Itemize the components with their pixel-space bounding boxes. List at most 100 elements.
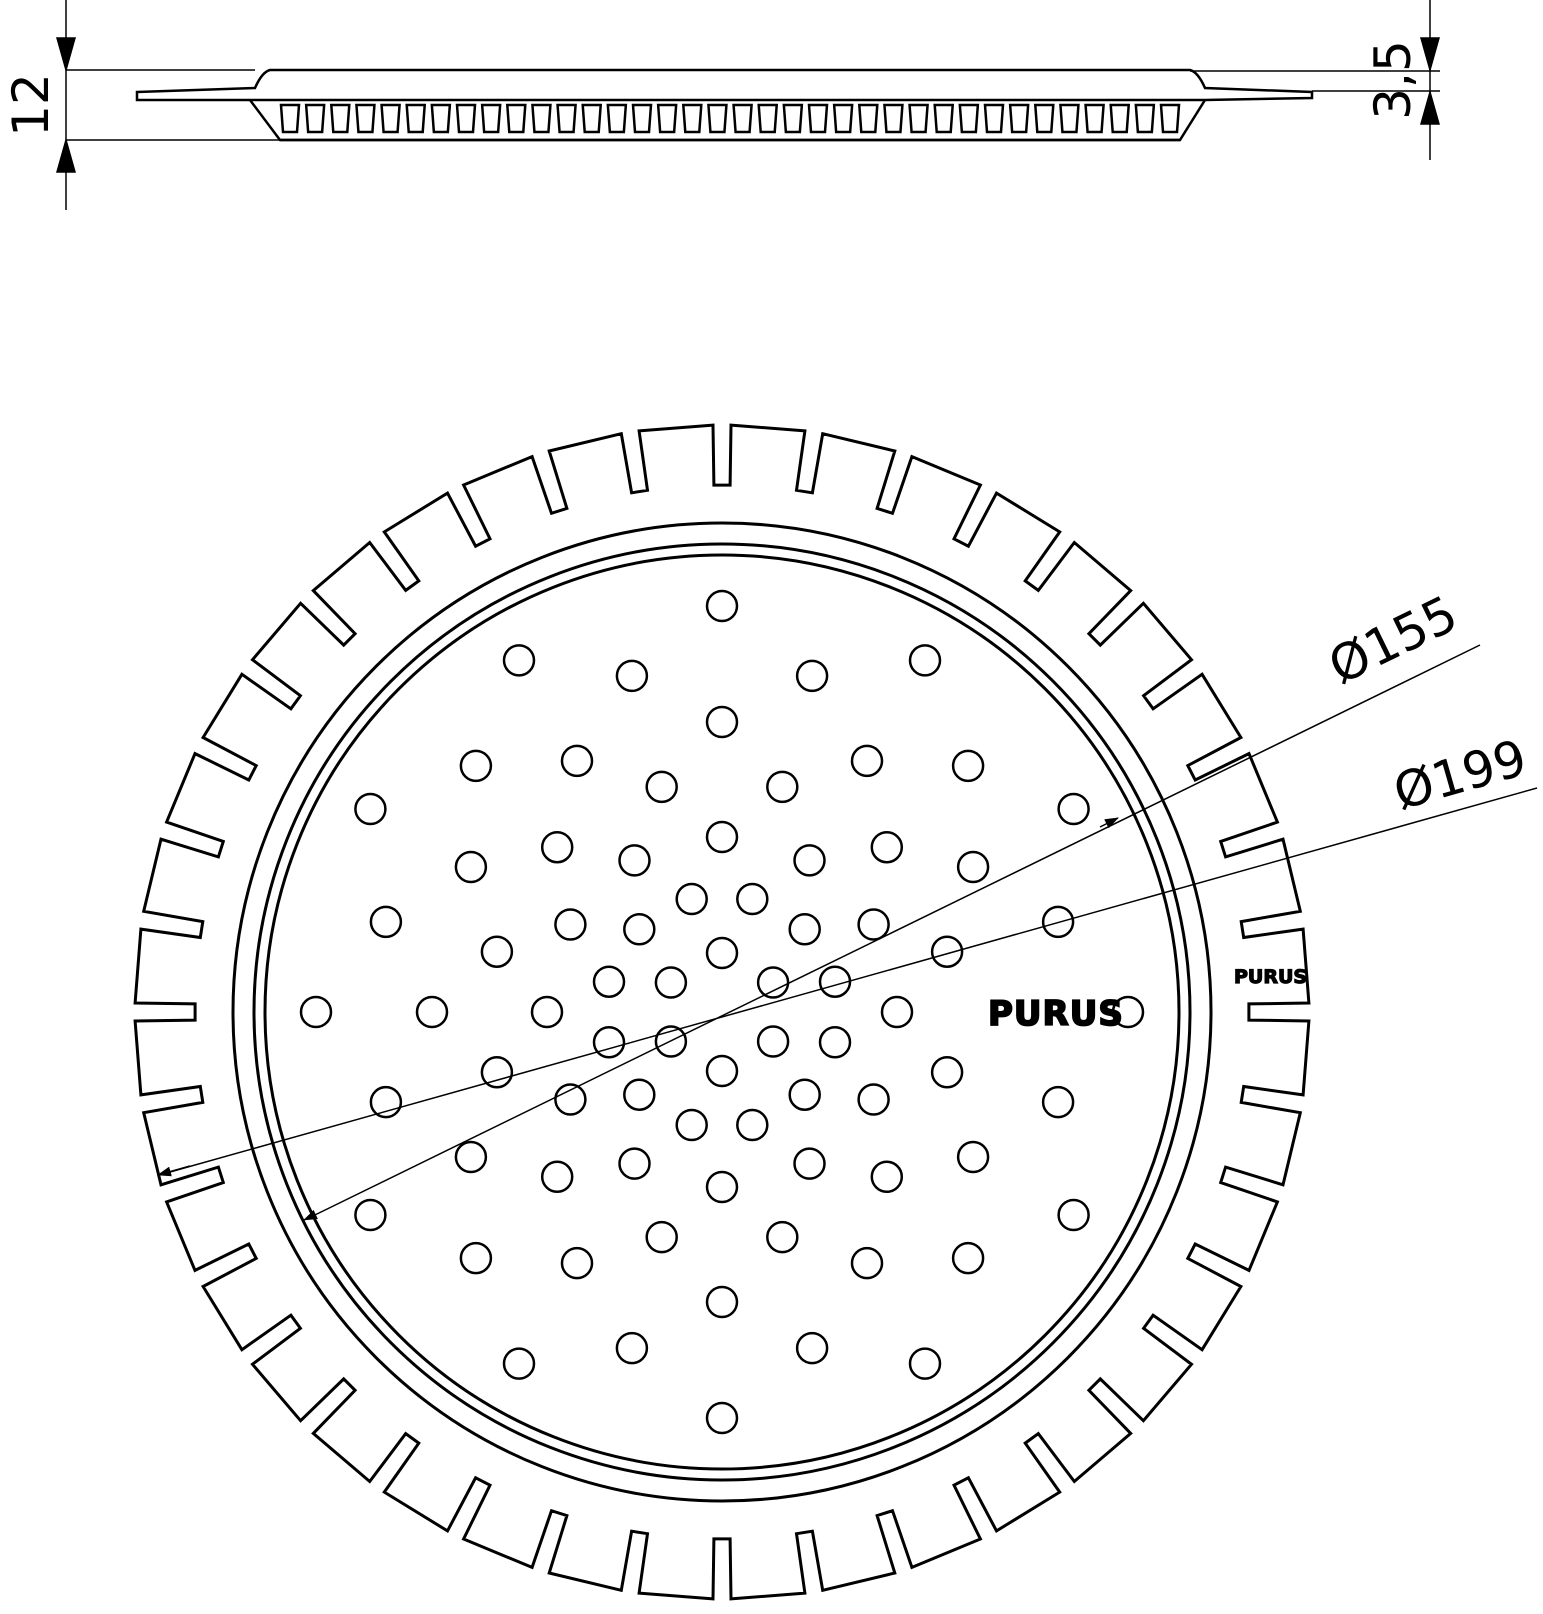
outer-rim-with-slots: [133, 423, 1311, 1601]
perforation-hole: [654, 1025, 688, 1058]
perforation-hole: [705, 705, 739, 739]
perforation-hole: [454, 1140, 488, 1174]
perforation-hole: [788, 1078, 821, 1111]
perforation-hole: [850, 1246, 884, 1280]
perforation-hole: [615, 1331, 649, 1365]
perforation-holes: [299, 589, 1145, 1435]
perforation-hole: [459, 749, 493, 783]
perforation-hole: [554, 1083, 587, 1116]
side-view-slot: [958, 103, 980, 134]
perforation-hole: [756, 1025, 790, 1058]
perforation-hole: [623, 913, 656, 946]
perforation-hole: [788, 913, 821, 946]
perforation-hole: [459, 1241, 493, 1275]
perforation-hole: [645, 1220, 678, 1254]
perforation-hole: [956, 1140, 990, 1174]
perforation-hole: [530, 995, 564, 1029]
dim-label-d155: Ø155: [1320, 585, 1467, 696]
perforation-hole: [818, 1026, 852, 1059]
perforation-hole: [766, 1220, 799, 1254]
side-view-slot: [782, 103, 804, 134]
perforation-hole: [502, 1347, 536, 1380]
perforation-hole: [592, 1026, 626, 1059]
side-view-slot: [1134, 103, 1156, 134]
perforation-hole: [795, 1331, 829, 1365]
perforation-hole: [705, 1170, 739, 1204]
side-view-slot: [1109, 103, 1131, 134]
logo-purus-rim: PURUS: [1234, 966, 1307, 988]
dim-line-d199: [162, 787, 1538, 1175]
side-view-slot: [908, 103, 929, 134]
perforation-hole: [766, 770, 799, 804]
perforation-hole: [930, 1056, 964, 1089]
perforation-hole: [705, 1285, 739, 1319]
side-view-slot: [279, 103, 301, 134]
dim-arrow-12-bottom: [56, 137, 76, 173]
perforation-hole: [930, 935, 964, 968]
rim-inner-edge: [231, 521, 1213, 1503]
side-view-slot: [807, 103, 829, 134]
side-view-slot: [681, 103, 703, 134]
perforation-hole: [560, 1246, 594, 1280]
side-view-slot: [933, 103, 955, 134]
perforation-hole: [705, 936, 739, 970]
perforation-hole: [675, 882, 708, 916]
side-view-slot: [1033, 103, 1055, 134]
perforation-hole: [705, 1401, 739, 1435]
side-view-slot: [329, 103, 351, 134]
perforation-hole: [540, 830, 574, 864]
side-view-slot: [355, 103, 376, 134]
side-view-slot: [380, 103, 401, 134]
logo-purus-center: PURUS: [988, 994, 1124, 1034]
perforation-hole: [675, 1108, 708, 1142]
perforation-hole: [540, 1160, 574, 1194]
dim-label-lip: 3,5: [1364, 40, 1422, 120]
side-view-slot: [606, 103, 628, 134]
side-view-slot: [757, 103, 779, 134]
side-view-slot: [631, 103, 653, 134]
side-view-slot: [1008, 103, 1030, 134]
rim-outline: [133, 423, 1311, 1601]
perforation-hole: [705, 820, 739, 854]
perforation-hole: [502, 644, 536, 677]
side-view-slot: [480, 103, 502, 134]
side-view-slot: [455, 103, 477, 134]
side-view-profile: [135, 68, 1314, 142]
dim-label-d199: Ø199: [1387, 729, 1533, 822]
perforation-hole: [870, 830, 904, 864]
side-dimensions: [56, 0, 1440, 210]
perforation-hole: [554, 908, 587, 941]
perforation-hole: [1057, 1198, 1090, 1232]
perforation-hole: [705, 1054, 739, 1088]
perforation-hole: [299, 995, 333, 1029]
perforation-hole: [454, 850, 488, 884]
perforation-hole: [415, 995, 449, 1029]
top-view: [133, 423, 1311, 1601]
perforation-hole: [795, 659, 829, 693]
side-view-slot: [430, 103, 452, 134]
perforation-hole: [369, 1085, 403, 1119]
side-view-slot: [983, 103, 1005, 134]
side-view-slot: [531, 103, 552, 134]
side-view-slot: [581, 103, 603, 134]
dim-arrow-12-top: [56, 37, 76, 73]
dim-arrow-3-5-bottom: [1420, 89, 1440, 125]
perforation-hole: [793, 1147, 826, 1180]
side-view-top-surface: [135, 68, 1314, 102]
perforation-hole: [736, 1108, 769, 1142]
perforation-hole: [618, 1147, 651, 1180]
side-view-slot: [304, 103, 326, 134]
perforation-hole: [951, 749, 985, 783]
side-view-slot: [656, 103, 678, 134]
perforation-hole: [369, 905, 403, 939]
side-view-slot: [505, 103, 527, 134]
dim-arrow-3-5-top: [1420, 37, 1440, 73]
side-view-slot: [1059, 103, 1080, 134]
side-view-slot: [556, 103, 577, 134]
perforation-hole: [857, 1083, 890, 1116]
side-view-slot: [857, 103, 879, 134]
side-view-slot: [1084, 103, 1105, 134]
dim-label-height: 12: [2, 73, 60, 137]
perforation-hole: [1057, 792, 1090, 826]
perforation-hole: [560, 744, 594, 778]
